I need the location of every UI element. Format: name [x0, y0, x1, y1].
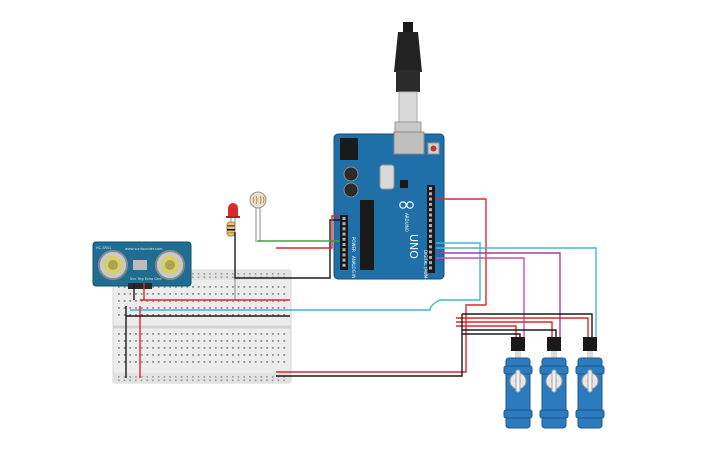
- servo-motor: [503, 337, 533, 429]
- ultrasonic-name-text: HC-SR04: [96, 246, 112, 250]
- servo-motor: [575, 337, 605, 429]
- ultrasonic-sensor: www.sunfounder.com HC-SR04 Vcc Trig Echo…: [92, 241, 192, 289]
- resistor: [226, 221, 236, 237]
- breadboard: [112, 269, 292, 384]
- power-label: POWER: [351, 237, 356, 252]
- arduino-model-text: UNO: [407, 234, 420, 259]
- ultrasonic-pins-text: Vcc Trig Echo Gnd: [130, 277, 162, 281]
- wires: [125, 198, 597, 378]
- arduino-logo-icon: [399, 201, 414, 209]
- usb-cable: [394, 22, 422, 141]
- arduino-brand-text: ARDUINO: [404, 213, 409, 232]
- arduino-uno-board: DIGITAL (PWM~) POWER ANALOG IN ARDUINO U…: [333, 131, 445, 284]
- digital-label: DIGITAL (PWM~): [423, 250, 428, 284]
- ultrasonic-site-text: www.sunfounder.com: [125, 247, 163, 251]
- servo-motor: [539, 337, 569, 429]
- analog-label: ANALOG IN: [351, 256, 356, 278]
- photoresistor: [249, 191, 267, 242]
